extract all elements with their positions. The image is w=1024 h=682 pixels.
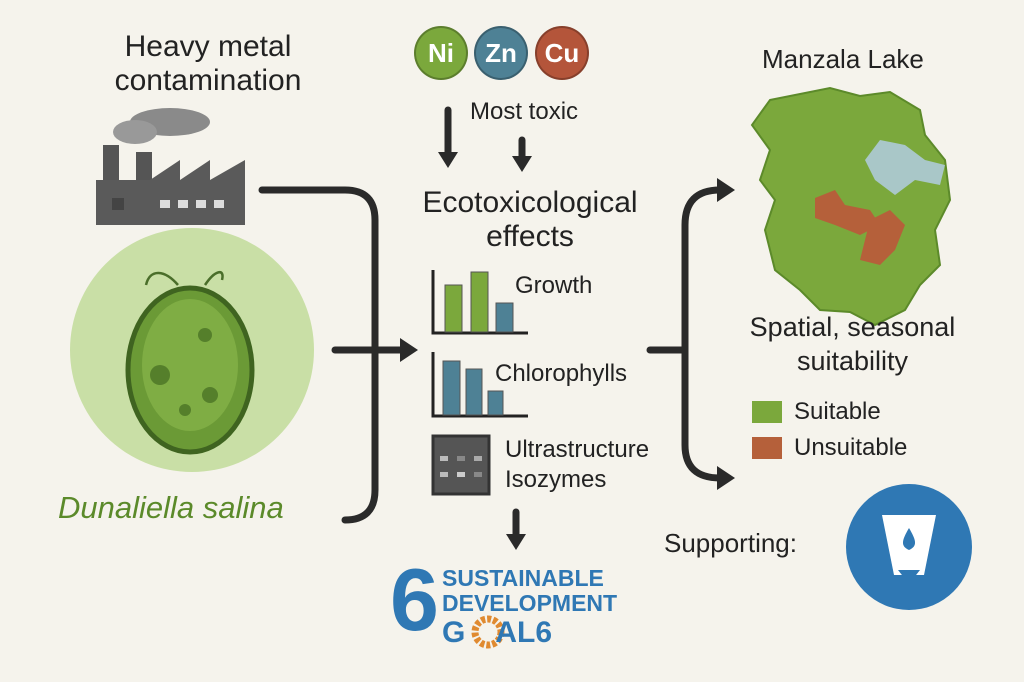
clean-water-icon (846, 484, 972, 610)
sdg-line-2: DEVELOPMENT (442, 590, 618, 616)
heavy-metal-title: Heavy metal contamination (78, 30, 338, 98)
legend-swatch-unsuitable (752, 437, 782, 459)
sdg-text: SUSTAINABLE DEVELOPMENT G AL6 (442, 566, 617, 650)
effect-isozymes: Isozymes (505, 466, 607, 493)
suitability-line-2: suitability (796, 346, 909, 376)
supporting-label: Supporting: (664, 528, 797, 558)
sdg-line-1: SUSTAINABLE (442, 565, 604, 591)
legend-unsuitable: Unsuitable (752, 434, 907, 462)
sdg-line-3: G AL6 (442, 616, 617, 650)
sdg-goal-g: G (442, 616, 466, 649)
lake-title: Manzala Lake (762, 44, 924, 74)
effects-title-line-1: Ecotoxicological (422, 186, 638, 219)
legend-label-suitable: Suitable (794, 398, 881, 425)
arrowheads (400, 152, 735, 550)
manzala-lake-map (750, 86, 952, 327)
chlorophyll-chart-icon (431, 352, 528, 418)
effects-title-line-2: effects (486, 220, 574, 253)
growth-chart-icon (431, 270, 528, 335)
sdg-wheel-icon (471, 615, 505, 649)
effects-title: Ecotoxicological effects (395, 186, 665, 254)
factory-icon (96, 108, 245, 225)
organism-label: Dunaliella salina (58, 490, 284, 525)
legend-swatch-suitable (752, 401, 782, 423)
title-line-2: contamination (114, 64, 302, 97)
flow-arrows (258, 106, 724, 542)
title-line-1: Heavy metal (124, 30, 292, 63)
metal-zn: Zn (474, 26, 528, 80)
sdg-goal-6: 6 (535, 616, 553, 649)
most-toxic-label: Most toxic (470, 98, 579, 125)
legend-label-unsuitable: Unsuitable (794, 434, 908, 461)
sdg-goal-al: AL (495, 616, 536, 649)
gel-electrophoresis-icon (431, 434, 491, 496)
suitability-line-1: Spatial, seasonal (749, 312, 956, 342)
effect-chlorophylls: Chlorophylls (495, 360, 628, 387)
effect-ultrastructure: Ultrastructure (505, 436, 650, 463)
effect-growth: Growth (515, 272, 593, 299)
suitability-title: Spatial, seasonal suitability (720, 310, 985, 378)
metal-ni: Ni (414, 26, 468, 80)
sdg-number: 6 (390, 550, 439, 649)
metal-cu: Cu (535, 26, 589, 80)
algae-cell-icon (70, 228, 314, 472)
legend-suitable: Suitable (752, 398, 881, 426)
